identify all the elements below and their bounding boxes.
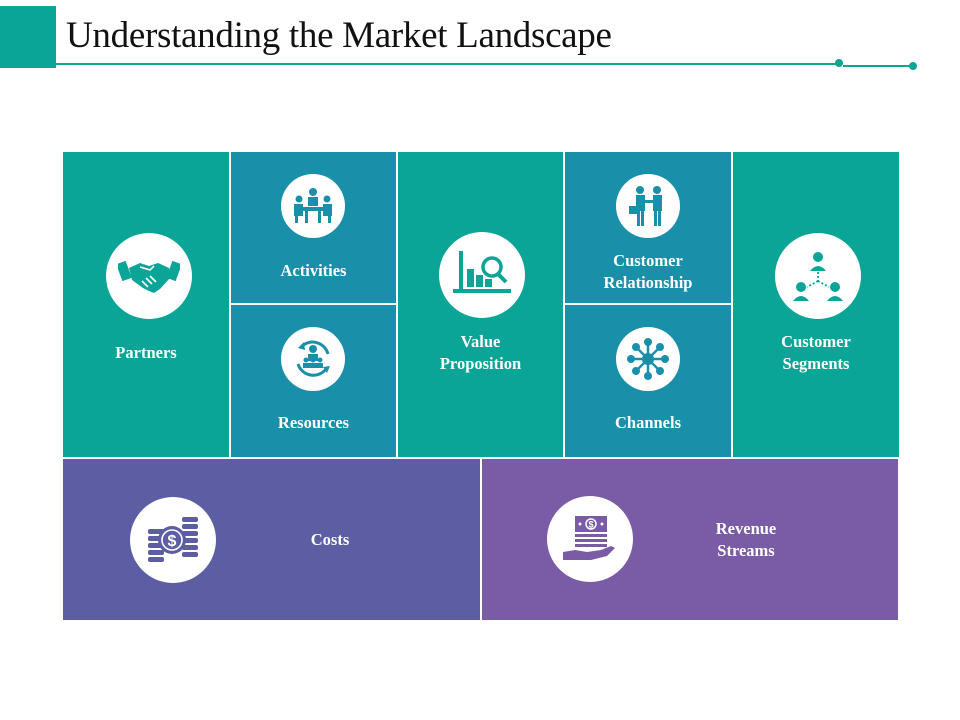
meeting-icon [281, 174, 345, 238]
title-underline [56, 63, 839, 65]
resources-block: Resources [231, 305, 396, 457]
revenue-streams-label-line2: Streams [717, 541, 775, 560]
value-proposition-label-line1: Value [460, 332, 501, 351]
customer-relationship-block: Customer Relationship [565, 152, 731, 303]
revenue-streams-label-line1: Revenue [715, 519, 777, 538]
money-hand-icon: $ [547, 496, 633, 582]
underline-dot [909, 62, 917, 70]
customer-relationship-label-line2: Relationship [603, 273, 693, 292]
business-handshake-icon [616, 174, 680, 238]
activities-block: Activities [231, 152, 396, 303]
handshake-icon [106, 233, 192, 319]
title-accent-square [0, 6, 56, 68]
channels-block: Channels [565, 305, 731, 457]
channels-label: Channels [614, 413, 682, 432]
svg-text:$: $ [168, 533, 177, 550]
title-underline-tail [843, 65, 913, 67]
page-title: Understanding the Market Landscape [66, 15, 612, 56]
team-cycle-icon [281, 327, 345, 391]
partners-label: Partners [115, 343, 177, 362]
customer-segments-label-line1: Customer [781, 332, 851, 351]
value-proposition-block: Value Proposition [398, 152, 563, 457]
partners-block: Partners [63, 152, 229, 457]
underline-dot [835, 59, 843, 67]
costs-label: Costs [310, 530, 350, 549]
customer-segments-label-line2: Segments [782, 354, 850, 373]
svg-text:$: $ [588, 520, 593, 530]
costs-block: $ Costs [63, 459, 480, 620]
resources-label: Resources [277, 413, 350, 432]
network-icon [616, 327, 680, 391]
chart-search-icon [439, 232, 525, 318]
customer-segments-block: Customer Segments [733, 152, 899, 457]
value-proposition-label-line2: Proposition [439, 354, 522, 373]
coins-icon: $ [130, 497, 216, 583]
user-hierarchy-icon [775, 233, 861, 319]
revenue-streams-block: $ Revenue Streams [482, 459, 898, 620]
customer-relationship-label-line1: Customer [613, 251, 683, 270]
activities-label: Activities [280, 261, 347, 280]
